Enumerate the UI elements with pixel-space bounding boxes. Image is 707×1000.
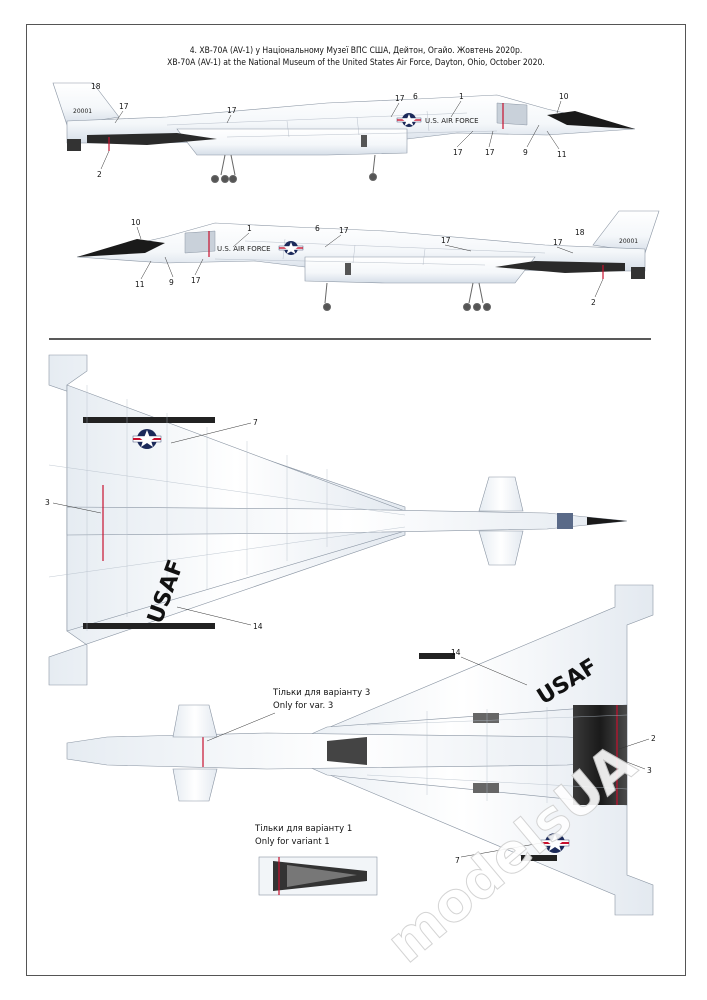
svg-text:6: 6	[315, 224, 320, 233]
note-var1-ua: Тільки для варіанту 1	[254, 824, 352, 834]
svg-text:11: 11	[135, 280, 145, 289]
svg-text:11: 11	[557, 150, 567, 159]
air-force-text-2: U.S. AIR FORCE	[217, 245, 271, 253]
svg-text:10: 10	[131, 218, 141, 227]
callouts-side-2: 10 1 6 17 17 17 18 11 9 17 2	[131, 218, 604, 307]
caption-english: XB-70A (AV-1) at the National Museum of …	[167, 58, 545, 68]
serial-1: 20001	[73, 108, 92, 115]
note-var3: Тільки для варіанту 3 Only for var. 3	[206, 688, 370, 742]
svg-text:17: 17	[339, 226, 349, 235]
aircraft-drawings: U.S. AIR FORCE 20001 18 17 17 17 6 1 10	[45, 82, 660, 975]
air-force-text-1: U.S. AIR FORCE	[425, 117, 479, 125]
bottom-view: USAF	[66, 584, 654, 916]
svg-text:2: 2	[651, 734, 656, 743]
svg-text:14: 14	[451, 648, 461, 657]
svg-text:3: 3	[45, 498, 50, 507]
svg-text:7: 7	[455, 856, 460, 865]
top-view: USAF	[48, 354, 628, 686]
svg-text:1: 1	[459, 92, 464, 101]
svg-text:17: 17	[441, 236, 451, 245]
svg-text:3: 3	[647, 766, 652, 775]
note-var1-en: Only for variant 1	[255, 837, 330, 847]
svg-text:18: 18	[575, 228, 585, 237]
svg-text:17: 17	[485, 148, 495, 157]
svg-text:1: 1	[247, 224, 252, 233]
side-view-left: U.S. AIR FORCE 20001	[76, 210, 660, 311]
svg-text:17: 17	[395, 94, 405, 103]
svg-text:17: 17	[227, 106, 237, 115]
serial-2: 20001	[619, 238, 638, 245]
callouts-top: 7 3 14	[45, 418, 263, 631]
svg-text:7: 7	[253, 418, 258, 427]
caption-ukrainian: 4. XB-70A (AV-1) у Національному Музеї В…	[189, 46, 523, 56]
side-view-right: U.S. AIR FORCE 20001	[52, 82, 636, 183]
svg-text:17: 17	[191, 276, 201, 285]
variant1-inset	[258, 856, 378, 896]
svg-text:2: 2	[591, 298, 596, 307]
note-var3-en: Only for var. 3	[273, 701, 333, 711]
svg-text:17: 17	[119, 102, 129, 111]
note-var3-ua: Тільки для варіанту 3	[272, 688, 370, 698]
svg-text:9: 9	[169, 278, 174, 287]
caption: 4. XB-70A (AV-1) у Національному Музеї В…	[27, 45, 685, 69]
drawing-sheet: 4. XB-70A (AV-1) у Національному Музеї В…	[26, 24, 686, 976]
svg-text:14: 14	[253, 622, 263, 631]
callouts-bottom: 14 2 3 7	[451, 648, 656, 865]
svg-text:9: 9	[523, 148, 528, 157]
note-var1: Тільки для варіанту 1 Only for variant 1	[254, 824, 352, 847]
callouts-side-1: 18 17 17 17 6 1 10 2 17 17 9 11	[91, 82, 569, 179]
svg-text:17: 17	[453, 148, 463, 157]
svg-text:2: 2	[97, 170, 102, 179]
svg-text:17: 17	[553, 238, 563, 247]
svg-text:10: 10	[559, 92, 569, 101]
svg-text:6: 6	[413, 92, 418, 101]
svg-text:18: 18	[91, 82, 101, 91]
